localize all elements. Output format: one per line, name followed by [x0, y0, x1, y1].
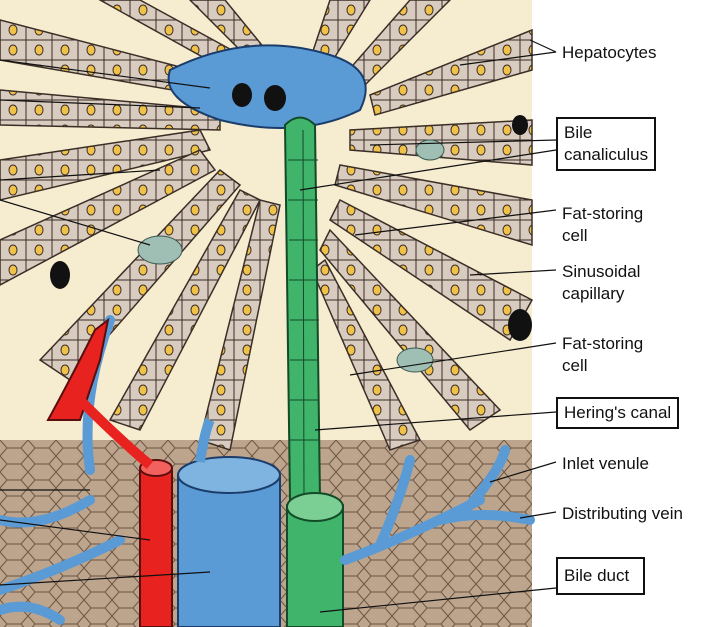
- label-sinusoidal-capillary-line2: capillary: [562, 283, 640, 305]
- label-inlet-venule: Inlet venule: [562, 453, 649, 475]
- label-bile-canaliculus: Bile canaliculus: [556, 117, 656, 171]
- label-fat-storing-cell-2-line2: cell: [562, 355, 643, 377]
- label-sinusoidal-capillary: Sinusoidal capillary: [562, 261, 640, 305]
- label-sinusoidal-capillary-line1: Sinusoidal: [562, 261, 640, 283]
- label-fat-storing-cell-2-line1: Fat-storing: [562, 333, 643, 355]
- fat-storing-cell-2: [397, 348, 433, 372]
- central-vein-lumen-2: [264, 85, 286, 111]
- label-bile-duct: Bile duct: [556, 557, 645, 595]
- label-fat-storing-cell-1-line2: cell: [562, 225, 643, 247]
- label-fat-storing-cell-1-line1: Fat-storing: [562, 203, 643, 225]
- herings-canal: [285, 118, 320, 501]
- hepatic-artery: [140, 465, 172, 627]
- central-vein-lumen-1: [232, 83, 252, 107]
- fat-storing-cell-1: [138, 236, 182, 264]
- label-bile-canaliculus-line1: Bile: [564, 122, 648, 144]
- label-fat-storing-cell-1: Fat-storing cell: [562, 203, 643, 247]
- label-fat-storing-cell-2: Fat-storing cell: [562, 333, 643, 377]
- label-hepatocytes: Hepatocytes: [562, 42, 657, 64]
- label-bile-canaliculus-line2: canaliculus: [564, 144, 648, 166]
- label-distributing-vein: Distributing vein: [562, 503, 683, 525]
- label-herings-canal: Hering's canal: [556, 397, 679, 429]
